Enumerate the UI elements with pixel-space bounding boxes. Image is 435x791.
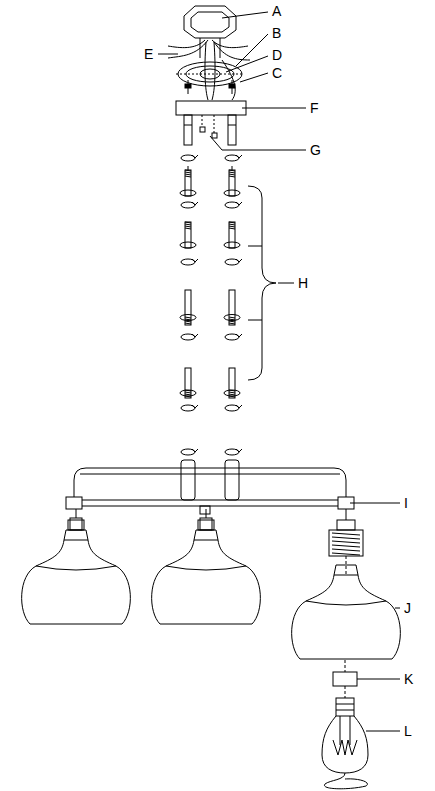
callout-letter: B (271, 25, 282, 41)
callout-letter: A (271, 3, 282, 19)
callout-letter: D (271, 47, 283, 63)
twist-arrow (192, 405, 198, 408)
rod-segment (185, 368, 191, 398)
twist-arrow (224, 315, 240, 321)
bracket (248, 186, 276, 380)
rod-segment (185, 290, 191, 325)
twist-arrow (236, 155, 242, 158)
callout-letter: I (403, 495, 409, 511)
thread (229, 170, 235, 171)
thread (185, 224, 191, 225)
thread (185, 323, 191, 324)
twist-arrow (236, 334, 242, 337)
crossbar (66, 460, 354, 514)
twist-arrow (224, 242, 240, 248)
thread (185, 394, 191, 395)
thread (185, 176, 191, 177)
twist-arrow (180, 190, 196, 196)
thread (229, 176, 235, 177)
twist-arrow (236, 405, 242, 408)
thread (229, 321, 235, 322)
twist-arrow (224, 190, 240, 196)
thread (332, 549, 360, 551)
shades (22, 509, 401, 659)
thread (229, 228, 235, 229)
callout-letter: G (309, 142, 322, 158)
twist-arrow (224, 390, 240, 396)
glass-shade (292, 565, 401, 659)
twist-arrow (192, 334, 198, 337)
rod-segment (229, 222, 235, 248)
thread (229, 222, 235, 223)
callout-letter: C (271, 65, 283, 81)
twist-arrow (236, 449, 242, 452)
thread (185, 172, 191, 173)
canopy (176, 101, 246, 145)
mounting-ring (176, 62, 244, 94)
callout-letter: J (403, 600, 412, 616)
thread (185, 228, 191, 229)
thread (229, 394, 235, 395)
thread (229, 323, 235, 324)
thread (332, 545, 360, 547)
twist-arrow (180, 315, 196, 321)
thread (229, 172, 235, 173)
thread (332, 553, 360, 555)
wires (168, 40, 250, 100)
thread (185, 321, 191, 322)
rod-segment (229, 170, 235, 196)
twist-arrow (192, 449, 198, 452)
thread (229, 226, 235, 227)
extension-rods (180, 155, 242, 455)
thread (185, 174, 191, 175)
callout-letter: F (309, 100, 320, 116)
thread (332, 533, 360, 535)
rod-segment (185, 170, 191, 196)
rod-segment (185, 222, 191, 248)
shade-ring (333, 660, 357, 698)
thread (229, 317, 235, 318)
thread (185, 392, 191, 393)
thread (185, 226, 191, 227)
thread (185, 317, 191, 318)
thread (229, 174, 235, 175)
twist-arrow (180, 242, 196, 248)
callout-letter: E (143, 46, 154, 62)
thread (332, 541, 360, 543)
glass-shade (152, 530, 261, 624)
twist-arrow (192, 155, 198, 158)
twist-arrow (192, 259, 198, 262)
twist-arrow (236, 202, 242, 205)
thread (185, 222, 191, 223)
rod-segment (229, 290, 235, 325)
junction-box (184, 6, 236, 58)
thread (185, 319, 191, 320)
twist-arrow (236, 259, 242, 262)
thread (332, 537, 360, 539)
callout-letter: H (297, 275, 309, 291)
leader-lines (158, 12, 400, 731)
twist-arrow (180, 390, 196, 396)
thread (229, 319, 235, 320)
glass-shade (22, 530, 131, 624)
edison-bulb (322, 698, 368, 789)
rod-segment (229, 368, 235, 398)
callout-letter: K (403, 671, 414, 687)
thread (229, 392, 235, 393)
thread (229, 224, 235, 225)
twist-arrow (192, 202, 198, 205)
callout-letter: L (403, 723, 413, 739)
thread (185, 170, 191, 171)
